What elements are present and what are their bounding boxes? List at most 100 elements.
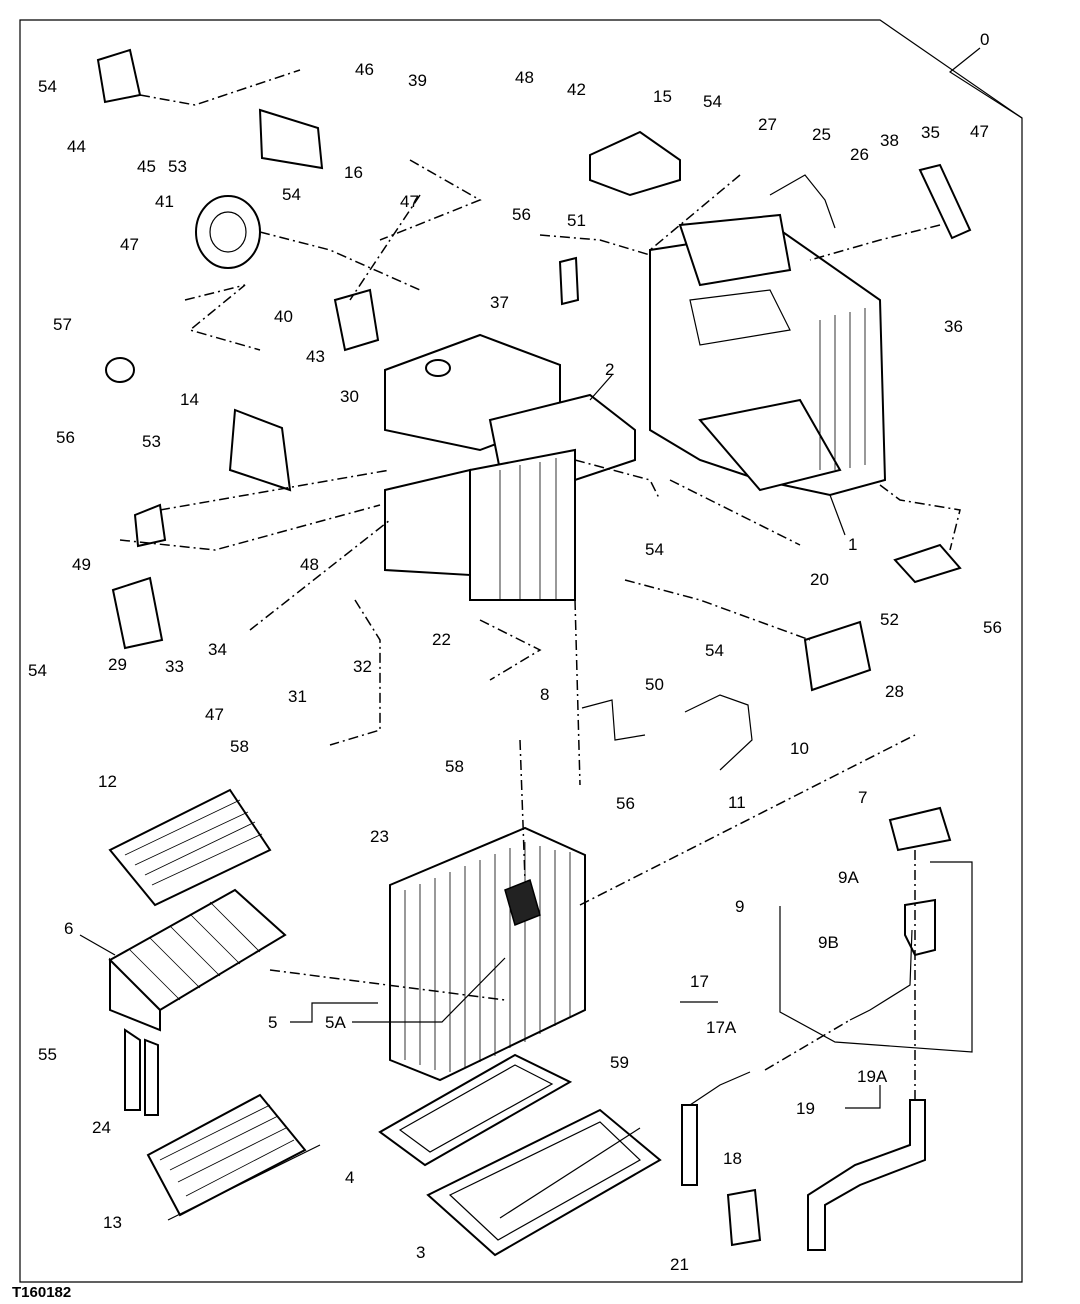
- callout-59: 59: [610, 1053, 629, 1072]
- callout-54f: 54: [705, 641, 724, 660]
- callout-20: 20: [810, 570, 829, 589]
- callout-33: 33: [165, 657, 184, 676]
- callout-0: 0: [980, 30, 989, 49]
- callout-6: 6: [64, 919, 73, 938]
- callout-56c: 56: [983, 618, 1002, 637]
- callout-30: 30: [340, 387, 359, 406]
- blower-wheel-41: [195, 195, 261, 269]
- callout-46: 46: [355, 60, 374, 79]
- callout-37: 37: [490, 293, 509, 312]
- callout-54b: 54: [703, 92, 722, 111]
- callout-11: 11: [728, 793, 746, 812]
- callout-17: 17: [690, 972, 709, 991]
- sensor-10: [684, 694, 753, 771]
- callout-50: 50: [645, 675, 664, 694]
- callout-32: 32: [353, 657, 372, 676]
- actuator-30: [333, 288, 380, 352]
- callout-3: 3: [416, 1243, 425, 1262]
- callout-43: 43: [306, 347, 325, 366]
- callout-36: 36: [944, 317, 963, 336]
- callout-14: 14: [180, 390, 199, 409]
- callout-29: 29: [108, 655, 127, 674]
- callout-48: 48: [515, 68, 534, 87]
- callout-56: 56: [512, 205, 531, 224]
- callout-25: 25: [812, 125, 831, 144]
- callout-58: 58: [230, 737, 249, 756]
- sensor-25: [769, 174, 836, 229]
- assembly-lines: [119, 69, 961, 1100]
- callout-26: 26: [850, 145, 869, 164]
- callout-28: 28: [885, 682, 904, 701]
- callout-56b: 56: [56, 428, 75, 447]
- filter-12: [108, 788, 272, 907]
- assembly-frame: [19, 19, 1023, 1283]
- drain-pan-4: [378, 1053, 573, 1167]
- filter-cap-57: [105, 357, 135, 383]
- callout-9b: 9B: [818, 933, 839, 952]
- callout-4: 4: [345, 1168, 354, 1187]
- pipe-9: [849, 898, 936, 1021]
- callout-18: 18: [723, 1149, 742, 1168]
- bracket-49: [133, 503, 167, 548]
- callout-17a: 17A: [706, 1018, 737, 1037]
- callout-58b: 58: [445, 757, 464, 776]
- callout-12: 12: [98, 772, 117, 791]
- callout-9a: 9A: [838, 868, 859, 887]
- callout-56d: 56: [616, 794, 635, 813]
- callout-16: 16: [344, 163, 363, 182]
- callout-21: 21: [670, 1255, 689, 1274]
- callout-54: 54: [38, 77, 57, 96]
- callout-15: 15: [653, 87, 672, 106]
- callout-23: 23: [370, 827, 389, 846]
- callout-1: 1: [848, 535, 857, 554]
- callout-24: 24: [92, 1118, 111, 1137]
- bracket-50: [581, 699, 646, 741]
- callout-48b: 48: [300, 555, 319, 574]
- evaporator-core-5: [389, 826, 586, 1082]
- callout-5: 5: [268, 1013, 277, 1032]
- callout-47d: 47: [205, 705, 224, 724]
- bracket-51: [558, 256, 580, 306]
- callout-labels: 0 1 2 3 4 5 5A 6 7 8 9 9A 9B 10 11 12 13…: [28, 30, 1002, 1274]
- callout-40: 40: [274, 307, 293, 326]
- callout-10: 10: [790, 739, 809, 758]
- callout-41: 41: [155, 192, 174, 211]
- callout-9: 9: [735, 897, 744, 916]
- callout-34: 34: [208, 640, 227, 659]
- housing-case-1: [649, 213, 887, 497]
- actuator-29: [111, 576, 164, 650]
- callout-19: 19: [796, 1099, 815, 1118]
- door-14: [228, 408, 292, 492]
- callout-5a: 5A: [325, 1013, 346, 1032]
- heater-core-6: [108, 888, 287, 1116]
- callout-47b: 47: [400, 192, 419, 211]
- actuator-28: [803, 620, 872, 692]
- callout-42: 42: [567, 80, 586, 99]
- callout-38: 38: [880, 131, 899, 150]
- callout-13: 13: [103, 1213, 122, 1232]
- callout-54c: 54: [282, 185, 301, 204]
- callout-54d: 54: [645, 540, 664, 559]
- callout-51: 51: [567, 211, 586, 230]
- callout-49: 49: [72, 555, 91, 574]
- actuator-44: [96, 48, 142, 104]
- actuator-15: [589, 130, 681, 197]
- callout-31: 31: [288, 687, 307, 706]
- callout-35: 35: [921, 123, 940, 142]
- filter-13: [146, 1093, 321, 1221]
- callout-45: 45: [137, 157, 156, 176]
- drain-pan-3: [426, 1108, 662, 1257]
- callout-52: 52: [880, 610, 899, 629]
- door-16: [258, 108, 324, 170]
- callout-53: 53: [168, 157, 187, 176]
- hose-18: [681, 1071, 751, 1186]
- callout-57: 57: [53, 315, 72, 334]
- grommet-21: [726, 1188, 762, 1247]
- callout-53b: 53: [142, 432, 161, 451]
- blower-housing-2: [384, 333, 636, 601]
- leader-lines: [79, 47, 1023, 1109]
- callout-27: 27: [758, 115, 777, 134]
- callout-55: 55: [38, 1045, 57, 1064]
- callout-47: 47: [970, 122, 989, 141]
